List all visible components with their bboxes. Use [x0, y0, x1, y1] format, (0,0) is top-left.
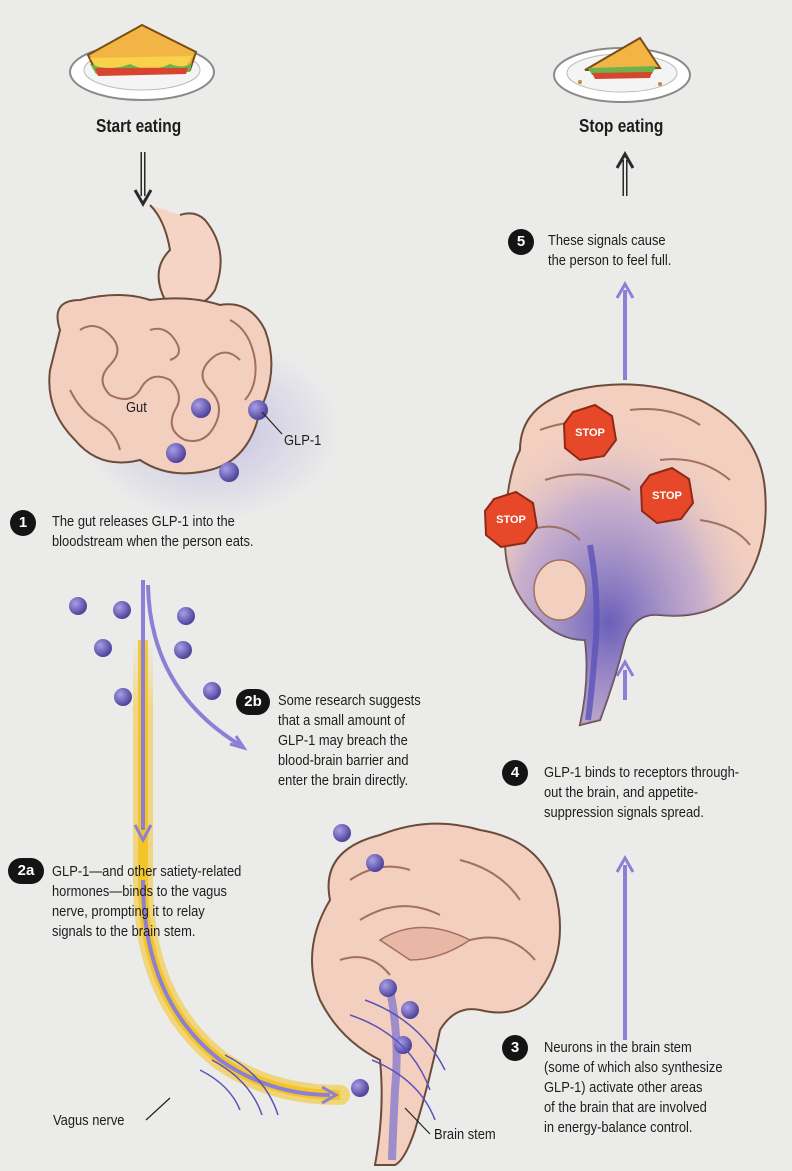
stop-sign-text: STOP: [496, 514, 526, 526]
step-2a-badge: 2a: [8, 858, 44, 884]
start-arrow-icon: [135, 152, 151, 204]
vagus-nerve-label: Vagus nerve: [53, 1112, 124, 1129]
step-4-text: GLP-1 binds to receptors through-out the…: [544, 763, 739, 823]
step-3-text: Neurons in the brain stem(some of which …: [544, 1038, 723, 1138]
start-eating-label: Start eating: [96, 116, 181, 137]
step-4-badge: 4: [502, 760, 528, 786]
gut-illustration: [49, 205, 271, 473]
glp1-label: GLP-1: [284, 432, 321, 449]
step-2b-badge: 2b: [236, 689, 270, 715]
stop-arrow-icon: [617, 154, 633, 196]
brain-stem-label: Brain stem: [434, 1126, 496, 1143]
step-1-badge: 1: [10, 510, 36, 536]
step-3-badge: 3: [502, 1035, 528, 1061]
gut-label: Gut: [126, 399, 147, 416]
eaten-sandwich-icon: [554, 38, 690, 102]
stop-eating-label: Stop eating: [579, 116, 663, 137]
step-5-badge: 5: [508, 229, 534, 255]
brain-illustration: [505, 384, 766, 725]
stop-sign-text: STOP: [575, 427, 605, 439]
stop-sign-text: STOP: [652, 490, 682, 502]
brain-cross-section: [312, 824, 560, 1165]
sandwich-icon: [70, 25, 214, 100]
